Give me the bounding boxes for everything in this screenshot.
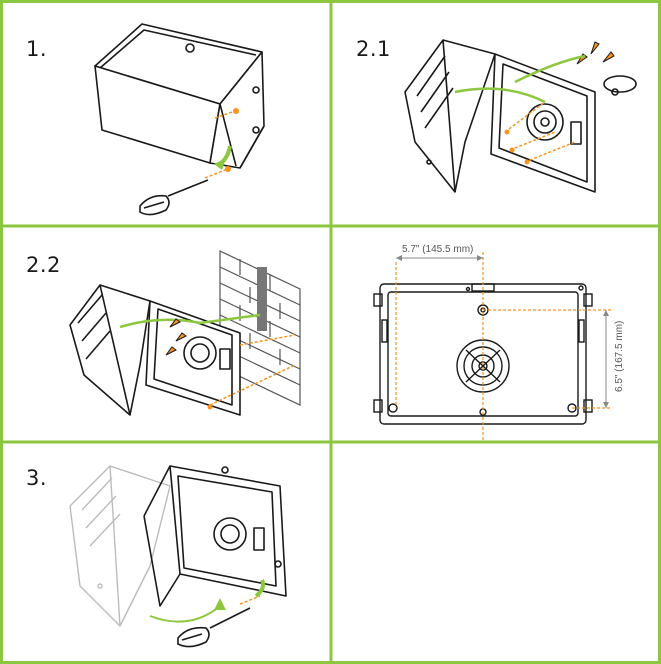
step-2-1-label: 2.1 (356, 37, 391, 61)
step-1-illustration (94, 23, 265, 216)
vertical-dimension-label: 6.5" (167.5 mm) (614, 321, 625, 392)
step-2-2-illustration (69, 250, 301, 416)
step-2-2-label: 2.2 (26, 253, 61, 277)
plate-outline (373, 283, 593, 425)
horizontal-dimension-label: 5.7" (145.5 mm) (402, 244, 473, 255)
step-3-label: 3. (26, 466, 48, 490)
ghost-lid (69, 465, 171, 627)
mounting-plate-diagram: 5.7" (145.5 mm) 6.5" (167.5 mm) (373, 244, 625, 442)
step-1-label: 1. (26, 37, 48, 61)
step-2-1-illustration (404, 39, 637, 193)
step-3-illustration (69, 465, 287, 648)
conduit (257, 267, 267, 331)
